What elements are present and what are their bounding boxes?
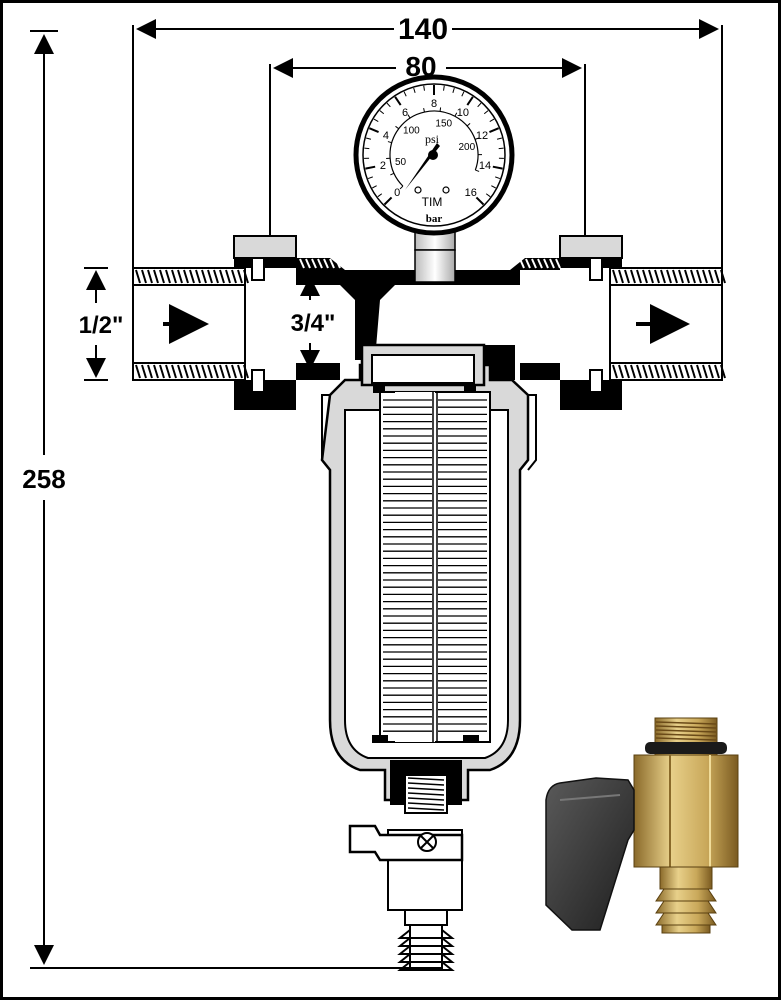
filter-head xyxy=(296,258,561,380)
gauge-bar-tick: 2 xyxy=(380,160,386,172)
gauge-psi-tick: 200 xyxy=(458,142,475,153)
dimension-80: 80 xyxy=(269,51,586,240)
dimension-half-inch: 1/2" xyxy=(79,267,124,381)
dimension-140: 14 0 xyxy=(132,13,723,270)
outlet-union-nut xyxy=(559,235,623,410)
gauge-bar-tick: 12 xyxy=(476,130,488,142)
gauge-bar-tick: 8 xyxy=(431,98,437,110)
dimension-140-label: 140 xyxy=(398,13,448,46)
pressure-gauge: 0 2 4 6 8 10 12 14 16 50 100 150 200 psi TIM bar xyxy=(353,74,515,283)
gauge-brand: TIM xyxy=(422,195,443,209)
gauge-bar-tick: 0 xyxy=(394,187,400,199)
gauge-bar-tick: 10 xyxy=(457,107,469,119)
filter-element xyxy=(372,385,491,743)
drain-valve-photo xyxy=(545,717,739,934)
dimension-258-label: 258 xyxy=(22,464,65,494)
gauge-bar-tick: 14 xyxy=(479,160,491,172)
dimension-258: 258 xyxy=(22,30,410,969)
drain-valve-lever[interactable] xyxy=(348,824,464,862)
gauge-bar-label: bar xyxy=(426,213,443,225)
gauge-psi-tick: 100 xyxy=(403,126,420,137)
gauge-bar-tick: 16 xyxy=(465,187,477,199)
gauge-bar-tick: 4 xyxy=(383,130,389,142)
dimension-half-inch-label: 1/2" xyxy=(79,312,124,339)
outlet-pipe xyxy=(609,267,726,381)
gauge-psi-tick: 50 xyxy=(395,157,407,168)
dimension-three-quarter-inch: 3/4" xyxy=(291,276,336,370)
gauge-psi-tick: 150 xyxy=(435,118,452,129)
valve-handle-photo xyxy=(545,777,635,931)
inlet-pipe xyxy=(132,267,249,381)
gauge-psi-label: psi xyxy=(425,132,440,146)
dimension-three-quarter-inch-label: 3/4" xyxy=(291,310,336,337)
drain-assembly xyxy=(348,760,464,971)
gauge-bar-tick: 6 xyxy=(402,107,408,119)
